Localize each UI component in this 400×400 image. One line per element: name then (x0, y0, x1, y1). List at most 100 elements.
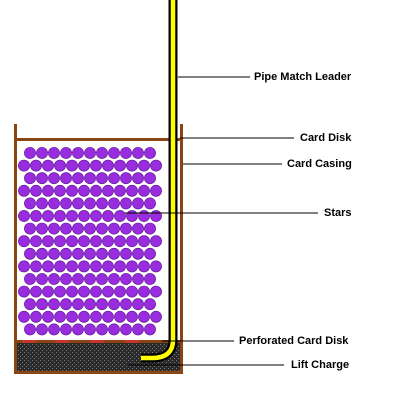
star (78, 235, 90, 248)
star (114, 310, 126, 323)
star (54, 159, 66, 172)
star (138, 184, 150, 197)
star (60, 197, 72, 210)
star (30, 285, 42, 298)
star (132, 273, 144, 285)
star (36, 147, 48, 159)
star (120, 323, 132, 336)
star (36, 298, 48, 311)
star (138, 235, 150, 248)
star (24, 273, 36, 285)
star (108, 323, 120, 336)
star (66, 210, 78, 222)
star (138, 310, 150, 323)
star (72, 172, 84, 185)
star (48, 147, 60, 159)
star (108, 298, 120, 311)
star (144, 197, 156, 210)
star (132, 298, 144, 311)
star (42, 310, 54, 323)
star (42, 184, 54, 197)
star (144, 147, 156, 159)
stars (18, 147, 162, 336)
star (36, 247, 48, 260)
star (108, 222, 120, 235)
star (30, 235, 42, 248)
star (96, 298, 108, 311)
star (84, 247, 96, 260)
star (126, 310, 138, 323)
star (42, 260, 54, 273)
star (48, 323, 60, 336)
star (78, 285, 90, 298)
star (42, 235, 54, 248)
star (132, 247, 144, 260)
star (18, 310, 30, 323)
star (42, 285, 54, 298)
star (90, 159, 102, 172)
star (78, 159, 90, 172)
star (54, 210, 66, 222)
star (60, 247, 72, 260)
star (96, 172, 108, 185)
star (138, 260, 150, 273)
star (150, 235, 162, 248)
star (120, 273, 132, 285)
star (24, 247, 36, 260)
star (78, 210, 90, 222)
label-card-disk: Card Disk (300, 132, 352, 144)
star (72, 222, 84, 235)
star (102, 310, 114, 323)
star (120, 197, 132, 210)
star (96, 147, 108, 159)
star (30, 260, 42, 273)
star (150, 210, 162, 222)
star (120, 247, 132, 260)
star (138, 285, 150, 298)
star (72, 197, 84, 210)
star (60, 298, 72, 311)
star (126, 210, 138, 222)
star (120, 222, 132, 235)
star (60, 273, 72, 285)
star (24, 323, 36, 336)
star (18, 159, 30, 172)
perforated-card-disk (17, 340, 180, 343)
star (42, 210, 54, 222)
star (66, 310, 78, 323)
perforation (22, 340, 36, 343)
star (90, 260, 102, 273)
star (90, 184, 102, 197)
star (132, 323, 144, 336)
star (84, 197, 96, 210)
star (66, 159, 78, 172)
star (78, 184, 90, 197)
star (72, 247, 84, 260)
star (108, 247, 120, 260)
star (102, 285, 114, 298)
star (114, 260, 126, 273)
star (114, 285, 126, 298)
star (120, 147, 132, 159)
star (132, 172, 144, 185)
star (18, 260, 30, 273)
star (18, 235, 30, 248)
star (36, 222, 48, 235)
star (48, 172, 60, 185)
star (114, 159, 126, 172)
star (42, 159, 54, 172)
star (132, 147, 144, 159)
star (144, 247, 156, 260)
star (54, 285, 66, 298)
star (30, 210, 42, 222)
star (144, 323, 156, 336)
label-stars: Stars (324, 207, 352, 219)
star (18, 184, 30, 197)
star (18, 210, 30, 222)
star (108, 273, 120, 285)
star (72, 298, 84, 311)
star (54, 235, 66, 248)
star (18, 285, 30, 298)
star (66, 285, 78, 298)
